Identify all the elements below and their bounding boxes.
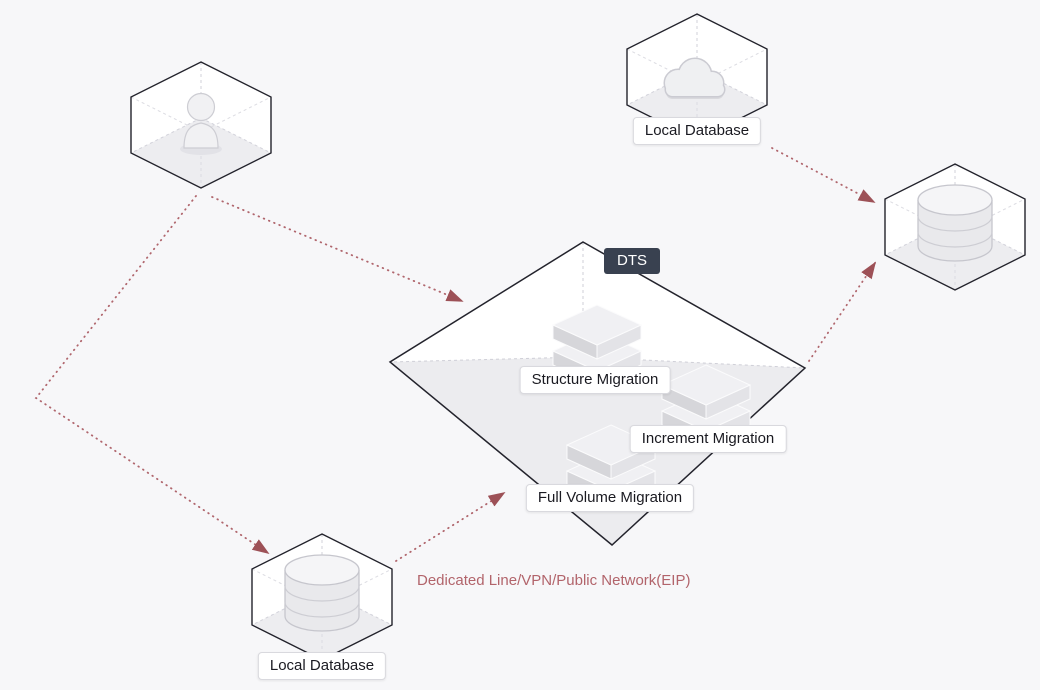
node-user xyxy=(130,61,272,189)
node-cloud-database xyxy=(626,13,768,141)
connection-type-caption: Dedicated Line/VPN/Public Network(EIP) xyxy=(417,572,691,589)
database-icon xyxy=(917,184,993,262)
arrow-user-to-local-db xyxy=(34,195,270,554)
node-target-database xyxy=(884,163,1026,291)
arrow-cloud-db-to-target-db xyxy=(771,147,876,203)
database-icon xyxy=(284,554,360,632)
cloud-icon xyxy=(663,57,726,99)
label-full-volume-migration: Full Volume Migration xyxy=(525,484,695,512)
label-structure-migration: Structure Migration xyxy=(519,366,671,394)
label-cloud-local-database: Local Database xyxy=(632,117,762,145)
label-increment-migration: Increment Migration xyxy=(629,425,787,453)
node-local-database xyxy=(251,533,393,661)
arrow-user-to-dts xyxy=(211,196,464,302)
label-source-local-database: Local Database xyxy=(257,652,387,680)
dts-badge: DTS xyxy=(604,248,660,274)
arrow-local-db-to-dts xyxy=(395,492,506,562)
person-icon xyxy=(180,92,222,155)
arrow-dts-to-target-db xyxy=(808,261,877,362)
